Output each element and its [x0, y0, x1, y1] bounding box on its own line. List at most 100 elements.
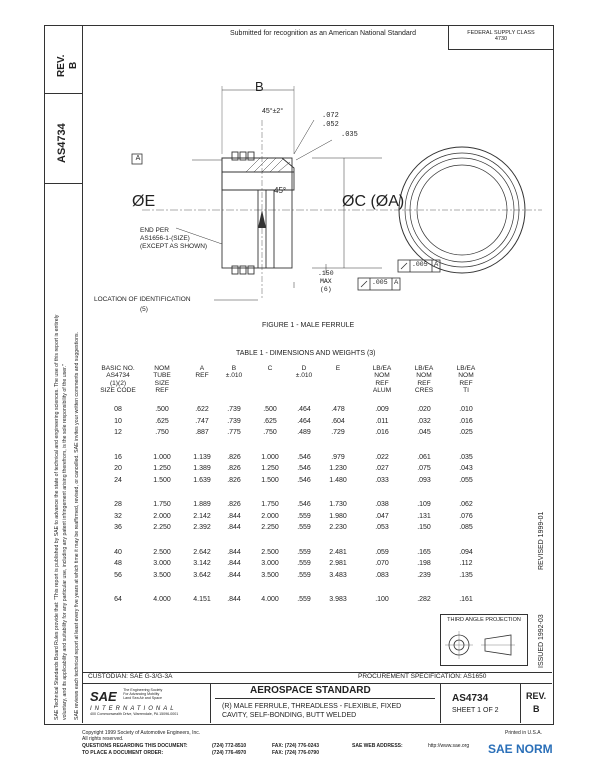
federal-supply-box: FEDERAL SUPPLY CLASS 4730	[448, 25, 553, 50]
table-cell: .750	[155, 429, 169, 436]
titleblock-rev-label: REV.	[526, 691, 547, 701]
table-cell: 3.000	[261, 560, 279, 567]
table-header-col: D±.010	[282, 365, 326, 380]
fax-1: FAX: (724) 776-0243	[272, 743, 319, 749]
datum-a-label: A	[135, 155, 141, 162]
table-cell: .025	[459, 429, 473, 436]
table-cell: .009	[375, 406, 389, 413]
tolerance-2-datum: A	[394, 279, 399, 286]
table-cell: .979	[331, 453, 345, 461]
table-cell: .035	[459, 453, 473, 461]
table-cell: .625	[263, 417, 277, 425]
dim-max: MAX	[319, 278, 332, 285]
end-view	[382, 146, 542, 274]
table-cell: .826	[227, 453, 241, 461]
table-cell: .135	[459, 571, 473, 579]
table-cell: .546	[297, 476, 311, 484]
drawing-frame	[44, 25, 554, 725]
table-cell: .559	[297, 512, 311, 520]
dim-c-label: ØC (ØA)	[342, 193, 405, 210]
table-cell: 1.500	[153, 476, 171, 484]
table-cell: .546	[297, 501, 311, 508]
table-cell: .020	[417, 406, 431, 413]
table-cell: .061	[417, 453, 431, 461]
table-cell: 2.500	[153, 548, 171, 556]
table-cell: .016	[375, 429, 389, 436]
table-cell: 40	[114, 548, 122, 556]
table-cell: 08	[114, 406, 122, 413]
table-header-line: ALUM	[372, 387, 392, 395]
table-header-line: REF	[195, 372, 209, 380]
table-cell: 2.230	[329, 524, 347, 531]
web-url: http://www.sae.org	[428, 743, 470, 749]
location-label: LOCATION OF IDENTIFICATION	[94, 296, 191, 303]
table-cell: 4.000	[153, 596, 171, 603]
table-cell: .062	[459, 501, 473, 508]
titleblock-top-rule	[82, 672, 552, 673]
standard-title: AEROSPACE STANDARD	[250, 685, 371, 696]
table-cell: 2.500	[261, 548, 279, 556]
table-cell: 10	[114, 417, 122, 425]
table-cell: 12	[114, 429, 122, 436]
table-cell: 1.889	[193, 501, 211, 508]
table-cell: .559	[297, 524, 311, 531]
titleblock-div-2	[440, 683, 441, 723]
revised-label: REVISED 1999-01	[538, 511, 545, 570]
table-cell: .500	[155, 406, 169, 413]
figure-caption: FIGURE 1 - MALE FERRULE	[262, 322, 355, 329]
table-cell: .047	[375, 512, 389, 520]
table-header-line: REF	[459, 379, 473, 387]
table-header-line: LB/EA	[372, 365, 392, 372]
table-cell: .478	[331, 406, 345, 413]
table-cell: 64	[114, 596, 122, 603]
phone-1: (724) 772-8510	[212, 743, 247, 749]
dim-150: .150	[318, 270, 334, 277]
table-cell: .076	[459, 512, 473, 520]
table-cell: 2.142	[193, 512, 211, 520]
table-cell: .826	[227, 465, 241, 472]
left-bar	[44, 25, 83, 723]
table-cell: .546	[297, 453, 311, 461]
table-header-col: BASIC NO.AS4734(1)(2)SIZE CODE	[96, 365, 140, 395]
table-header-line: REF	[375, 379, 389, 387]
table-header-line: (1)(2)	[109, 379, 127, 387]
titleblock-div-3	[520, 683, 521, 723]
end-per-line-3: (EXCEPT AS SHOWN)	[140, 243, 208, 250]
table-cell: 1.250	[153, 465, 171, 472]
titleblock-rev-value: B	[533, 704, 540, 714]
table-cell: .844	[227, 548, 241, 556]
description: (R) MALE FERRULE, THREADLESS - FLEXIBLE,…	[222, 702, 401, 720]
federal-label: FEDERAL SUPPLY CLASS	[467, 30, 535, 36]
rev-box: REV. B	[44, 25, 82, 94]
table-cell: 2.481	[329, 548, 347, 556]
footer-questions: QUESTIONS REGARDING THIS DOCUMENT: TO PL…	[82, 743, 188, 756]
table-header-line: NOM	[154, 365, 170, 372]
issued-label: ISSUED 1992-03	[538, 614, 545, 668]
copyright: Copyright 1999 Society of Automotive Eng…	[82, 730, 200, 742]
table-header-line: A	[199, 365, 205, 372]
sae-tag-2: For Advancing Mobility	[123, 692, 160, 697]
table-cell: .198	[417, 560, 431, 567]
table-cell: .100	[375, 596, 389, 603]
table-cell: 1.500	[261, 476, 279, 484]
sae-tag-1: The Engineering Society	[123, 688, 163, 692]
table-cell: .546	[297, 465, 311, 472]
tolerance-2-value: .005	[372, 279, 388, 286]
copyright-line-2: All rights reserved.	[82, 736, 124, 742]
custodian: CUSTODIAN: SAE G-3/G-3A	[88, 673, 173, 680]
table-cell: .055	[459, 476, 473, 484]
dim-072: .072	[322, 112, 339, 120]
table-cell: .075	[417, 465, 431, 472]
table-cell: 20	[114, 465, 122, 472]
table-cell: .094	[459, 548, 473, 556]
table-cell: .729	[331, 429, 345, 436]
table-cell: 4.000	[261, 596, 279, 603]
table-cell: .022	[375, 453, 389, 461]
table-cell: 1.389	[193, 465, 211, 472]
table-cell: .085	[459, 524, 473, 531]
phone-2: (724) 776-4970	[212, 749, 247, 756]
questions-label: QUESTIONS REGARDING THIS DOCUMENT:	[82, 743, 188, 749]
